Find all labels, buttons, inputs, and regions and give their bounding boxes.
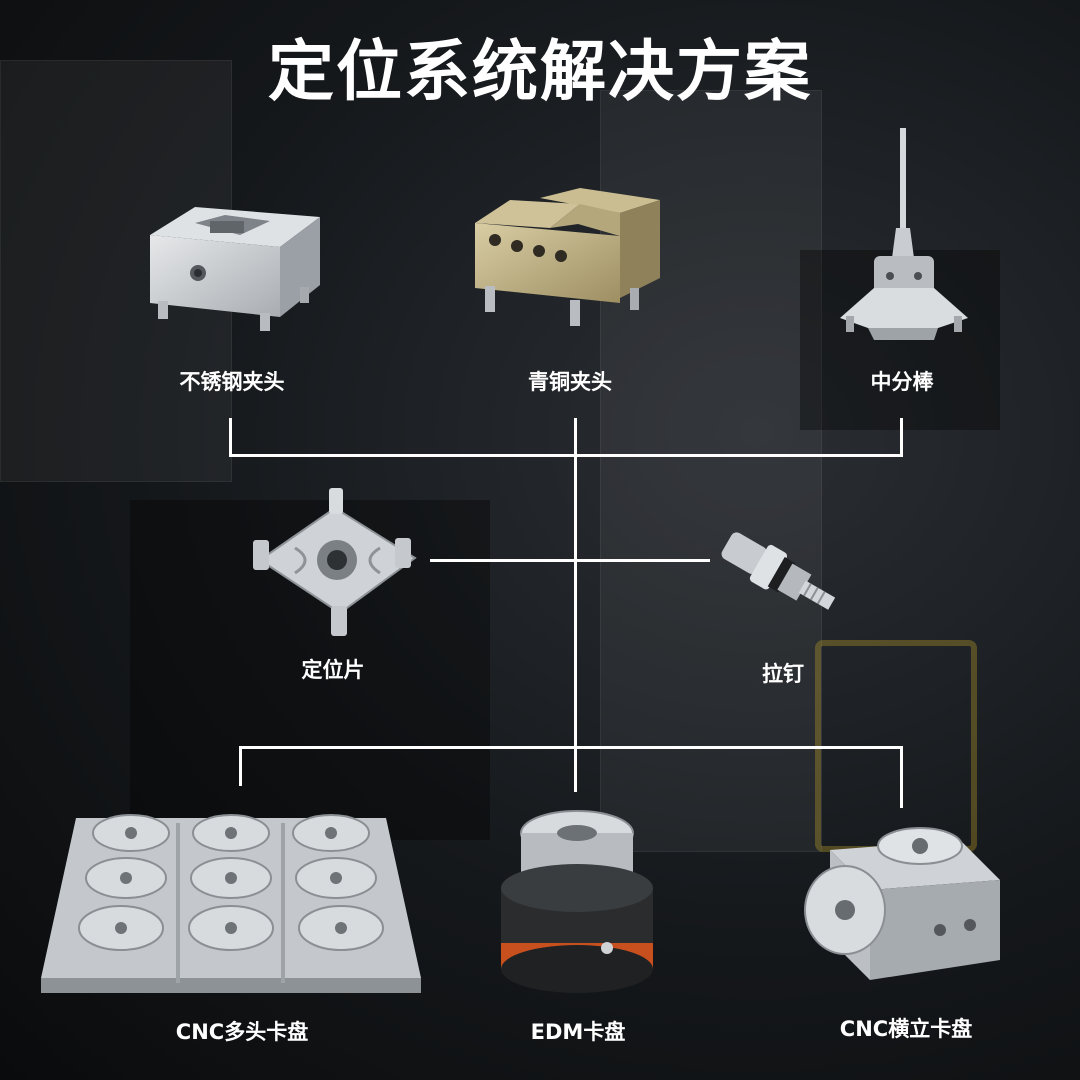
- page-title: 定位系统解决方案: [268, 33, 812, 110]
- cnc-multi-chuck-image: [41, 814, 421, 993]
- connector-line: [239, 746, 242, 786]
- locating-plate-image: [253, 488, 417, 636]
- bg-machine-door: [600, 90, 822, 852]
- bronze-chuck-label: 青铜夹头: [528, 370, 612, 394]
- connector-line: [900, 746, 903, 808]
- cnc-multi-chuck-label: CNC多头卡盘: [175, 1020, 309, 1044]
- connector-line: [574, 746, 577, 792]
- bronze-chuck-image: [475, 188, 660, 326]
- connector-line: [430, 559, 710, 562]
- locating-plate-label: 定位片: [301, 658, 365, 682]
- center-rod-image: [840, 128, 968, 340]
- edm-chuck-image: [501, 810, 653, 993]
- edm-chuck-label: EDM卡盘: [530, 1020, 626, 1044]
- pull-stud-label: 拉钉: [762, 662, 804, 686]
- connector-line: [574, 418, 577, 456]
- center-rod-label: 中分棒: [870, 370, 934, 394]
- connector-line: [229, 454, 903, 457]
- stainless-chuck-image: [150, 207, 320, 331]
- connector-line: [229, 418, 232, 456]
- connector-line: [239, 746, 903, 749]
- cnc-horizontal-vertical-chuck-label: CNC横立卡盘: [839, 1017, 973, 1041]
- pull-stud-image: [721, 532, 836, 610]
- connector-line: [900, 418, 903, 456]
- cnc-horizontal-vertical-chuck-image: [804, 827, 1000, 980]
- stainless-chuck-label: 不锈钢夹头: [179, 370, 285, 394]
- connector-line: [574, 454, 577, 748]
